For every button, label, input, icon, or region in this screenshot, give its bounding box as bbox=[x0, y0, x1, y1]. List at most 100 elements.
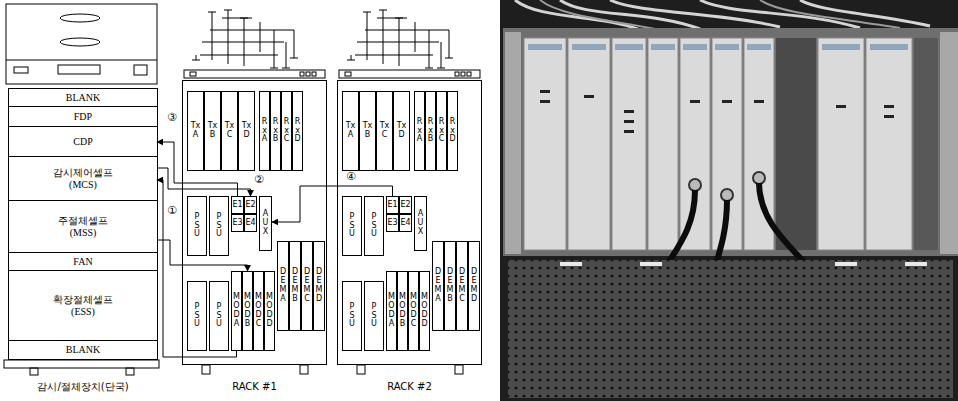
module-card: E4 bbox=[399, 214, 412, 232]
module-label: Tx A bbox=[188, 122, 203, 140]
rack-top-wiring bbox=[455, 365, 463, 374]
module-label: PSU bbox=[370, 213, 378, 239]
equipment-photo bbox=[500, 0, 958, 401]
equipment-photo bbox=[503, 28, 958, 256]
module-label: E2 bbox=[245, 201, 255, 210]
module-card: PSU bbox=[187, 281, 207, 351]
module-card: DEM C bbox=[301, 241, 313, 331]
cabinet-top-housing bbox=[4, 360, 159, 368]
module-card: PSU bbox=[364, 281, 384, 351]
module-card: Tx C bbox=[221, 91, 238, 171]
equipment-photo bbox=[560, 262, 927, 266]
module-label: E3 bbox=[232, 219, 242, 228]
module-label: DEM D bbox=[470, 268, 478, 303]
module-label: MOD A bbox=[388, 293, 396, 328]
module-label: AUX bbox=[262, 210, 270, 236]
module-label: DEM B bbox=[291, 268, 299, 303]
equipment-photo bbox=[524, 38, 912, 250]
equipment-photo bbox=[715, 44, 739, 50]
module-card: DEM C bbox=[456, 241, 468, 331]
module-label: 주절체셀프 (MSS) bbox=[49, 215, 117, 238]
module-card: Tx C bbox=[376, 91, 393, 171]
module-card: PSU bbox=[187, 196, 207, 256]
equipment-photo bbox=[870, 44, 908, 50]
shelf-slot: CDP bbox=[9, 127, 157, 157]
equipment-photo bbox=[540, 100, 550, 103]
equipment-photo bbox=[528, 44, 562, 50]
equipment-photo bbox=[505, 32, 521, 254]
equipment-photo bbox=[624, 110, 634, 113]
module-label: DEM B bbox=[446, 268, 454, 303]
module-label: PSU bbox=[348, 213, 356, 239]
equipment-photo bbox=[528, 44, 908, 50]
module-card: MOD B bbox=[397, 271, 408, 351]
module-card: MOD A bbox=[231, 271, 242, 351]
rack-top-wiring bbox=[455, 72, 459, 76]
equipment-photo bbox=[722, 100, 732, 103]
module-card: AUX bbox=[259, 196, 272, 251]
equipment-photo bbox=[572, 44, 606, 50]
cabinet-top-housing bbox=[6, 4, 157, 84]
module-card: DEM B bbox=[444, 241, 456, 331]
equipment-photo bbox=[683, 44, 707, 50]
rack-top-wiring bbox=[339, 70, 480, 78]
equipment-photo bbox=[584, 95, 594, 98]
module-label: PSU bbox=[193, 213, 201, 239]
module-label: Tx C bbox=[377, 122, 392, 140]
shelf-slot: BLANK bbox=[9, 341, 157, 359]
module-card: Tx D bbox=[238, 91, 255, 171]
module-label: MOD B bbox=[244, 293, 252, 328]
module-label: Rx A bbox=[261, 118, 269, 144]
equipment-photo bbox=[568, 38, 610, 250]
module-label: Tx C bbox=[222, 122, 237, 140]
equipment-photo bbox=[753, 172, 765, 184]
module-label: FAN bbox=[73, 256, 92, 268]
module-label: Tx D bbox=[239, 122, 254, 140]
module-card: E4 bbox=[244, 214, 257, 232]
equipment-photo bbox=[515, 0, 930, 30]
module-label: MOD D bbox=[266, 293, 274, 328]
signal-connector bbox=[157, 180, 237, 357]
module-card: PSU bbox=[342, 281, 362, 351]
rack-top-wiring bbox=[300, 72, 304, 76]
callout-number: ② bbox=[253, 174, 265, 185]
module-label: DEM A bbox=[434, 268, 442, 303]
callout-number: ③ bbox=[166, 112, 178, 123]
module-card: Tx A bbox=[187, 91, 204, 171]
module-label: Tx A bbox=[343, 122, 358, 140]
module-label: Rx C bbox=[438, 118, 446, 144]
equipment-photo bbox=[612, 38, 646, 250]
module-card: E3 bbox=[231, 214, 244, 232]
module-card: MOD C bbox=[408, 271, 419, 351]
module-card: MOD B bbox=[242, 271, 253, 351]
rack-top-wiring bbox=[467, 72, 471, 76]
equipment-photo bbox=[508, 260, 953, 398]
module-label: CDP bbox=[73, 136, 92, 148]
module-label: E2 bbox=[400, 201, 410, 210]
module-card: MOD D bbox=[264, 271, 275, 351]
cabinet-top-housing bbox=[14, 67, 28, 73]
equipment-heading: RACK #2 bbox=[387, 381, 432, 393]
cabinet-top-housing bbox=[60, 38, 100, 46]
module-label: MOD B bbox=[399, 293, 407, 328]
module-card: Rx C bbox=[436, 91, 447, 171]
module-label: PSU bbox=[215, 213, 223, 239]
module-label: 감시제어셀프 (MCS) bbox=[49, 167, 117, 190]
equipment-photo bbox=[747, 44, 771, 50]
equipment-photo bbox=[648, 38, 678, 250]
signal-connector bbox=[157, 168, 251, 196]
module-card: MOD A bbox=[386, 271, 397, 351]
equipment-photo bbox=[540, 90, 894, 133]
cabinet-top-housing bbox=[6, 60, 157, 61]
module-label: Rx C bbox=[283, 118, 291, 144]
equipment-photo bbox=[524, 38, 566, 250]
module-card: Tx D bbox=[393, 91, 410, 171]
equipment-photo bbox=[905, 262, 927, 266]
module-label: E1 bbox=[387, 201, 397, 210]
module-label: 확장절체셀프 (ESS) bbox=[49, 294, 117, 317]
rack-top-wiring bbox=[357, 365, 365, 374]
equipment-photo bbox=[640, 262, 662, 266]
equipment-photo bbox=[689, 172, 765, 201]
module-label: Rx B bbox=[427, 118, 435, 144]
cabinet-top-housing bbox=[58, 65, 100, 74]
